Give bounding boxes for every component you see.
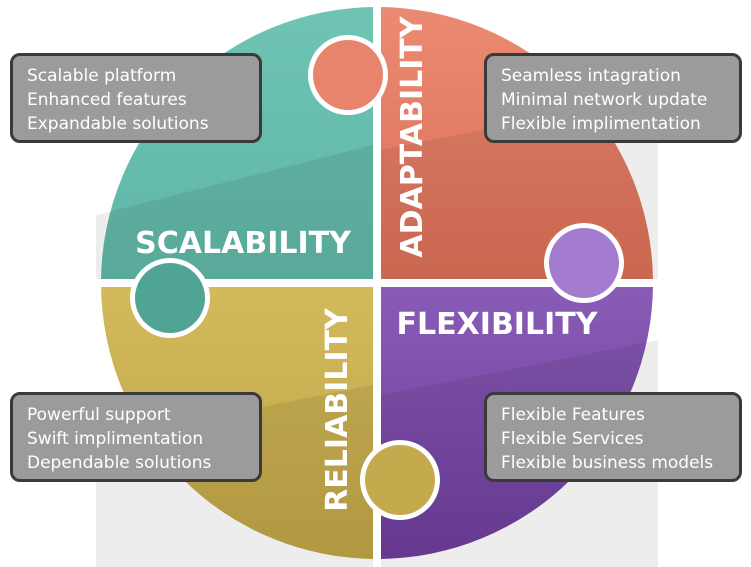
scalability-knob bbox=[130, 258, 210, 338]
adaptability-callout: Seamless intagration Minimal network upd… bbox=[484, 53, 742, 143]
flexibility-knob bbox=[544, 223, 624, 303]
flexibility-label: FLEXIBILITY bbox=[397, 307, 599, 342]
callout-item: Scalable platform bbox=[27, 66, 177, 86]
adaptability-knob bbox=[308, 35, 388, 115]
callout-item: Flexible business models bbox=[501, 453, 714, 473]
flexibility-callout: Flexible Features Flexible Services Flex… bbox=[484, 392, 742, 482]
callout-item: Flexible Features bbox=[501, 405, 645, 425]
callout-item: Flexible implimentation bbox=[501, 114, 701, 134]
callout-item: Expandable solutions bbox=[27, 114, 209, 134]
reliability-label: RELIABILITY bbox=[320, 307, 355, 512]
reliability-callout: Powerful support Swift implimentation De… bbox=[10, 392, 262, 482]
callout-item: Seamless intagration bbox=[501, 66, 681, 86]
scalability-piece bbox=[96, 7, 373, 279]
scalability-label: SCALABILITY bbox=[135, 226, 352, 261]
callout-item: Enhanced features bbox=[27, 90, 187, 110]
callout-item: Swift implimentation bbox=[27, 429, 204, 449]
scalability-callout: Scalable platform Enhanced features Expa… bbox=[10, 53, 262, 143]
adaptability-label: ADAPTABILITY bbox=[395, 15, 430, 257]
callout-item: Flexible Services bbox=[501, 429, 644, 449]
callout-item: Dependable solutions bbox=[27, 453, 212, 473]
reliability-knob bbox=[360, 440, 440, 520]
callout-item: Minimal network update bbox=[501, 90, 708, 110]
callout-item: Powerful support bbox=[27, 405, 171, 425]
